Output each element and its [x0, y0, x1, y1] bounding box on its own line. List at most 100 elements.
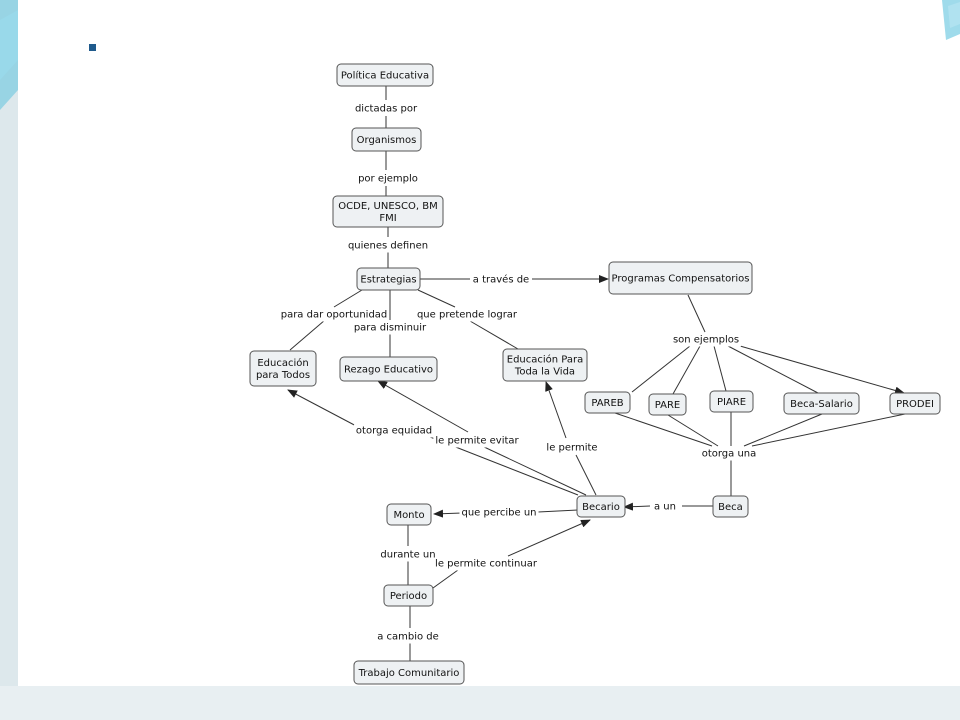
concept-box — [648, 393, 687, 416]
edge-estrategias-paradar — [333, 289, 363, 308]
concept-piare: PIARE — [709, 390, 754, 413]
edge-quepret-eduvida — [469, 320, 519, 350]
concept-organismos: Organismos — [351, 127, 422, 152]
edge-becario-lepermev — [481, 445, 587, 496]
concept-label: Programas Compensatorios — [612, 274, 750, 285]
edge-aun-becario — [623, 502, 651, 511]
link-label-background — [652, 500, 678, 514]
link-label-queperc: que percibe un — [461, 508, 536, 519]
concept-monto: Monto — [386, 503, 432, 526]
concept-periodo: Periodo — [383, 584, 434, 607]
edge-lepermcont-becario — [507, 519, 591, 557]
link-label-background — [352, 102, 420, 116]
concept-programas: Programas Compensatorios — [608, 261, 753, 295]
edge-programas-sonej — [687, 294, 706, 333]
concept-box — [353, 660, 465, 685]
concept-label: Trabajo Comunitario — [358, 668, 460, 679]
concept-label: Política Educativa — [341, 70, 429, 82]
edge-leperm-eduvida — [545, 381, 567, 439]
link-label-background — [433, 557, 540, 571]
concept-box — [502, 348, 588, 382]
link-label-background — [351, 321, 430, 335]
concept-label: FMI — [379, 213, 396, 224]
concept-label: para Todos — [256, 370, 310, 381]
link-label-aun: a un — [654, 502, 676, 513]
link-label-durante: durante un — [380, 550, 435, 561]
concept-estrategias: Estrategias — [356, 267, 421, 291]
link-label-background — [459, 506, 539, 520]
concept-box — [712, 495, 749, 518]
link-label-paradar: para dar oportunidad — [281, 310, 388, 321]
concept-becario: Becario — [576, 495, 626, 518]
edge-pareb-otorga — [614, 412, 713, 447]
concept-box — [336, 63, 434, 87]
concept-label: Beca-Salario — [790, 399, 853, 410]
concept-box — [356, 267, 421, 291]
edge-queperc-monto — [433, 509, 463, 518]
concept-label: Estrategias — [360, 275, 416, 286]
edge-sonej-pareb — [631, 345, 691, 393]
link-label-background — [433, 434, 522, 448]
concept-label: Rezago Educativo — [344, 365, 433, 376]
concept-label: Becario — [582, 502, 620, 513]
link-label-quepret: que pretende lograr — [417, 310, 518, 321]
edge-sonej-pare — [672, 345, 701, 395]
concept-prodei: PRODEI — [889, 392, 941, 415]
edge-paradar-edutodos — [289, 319, 326, 351]
concept-label: Educación Para — [507, 354, 584, 366]
concept-pareb: PAREB — [584, 391, 631, 414]
link-label-background — [375, 630, 441, 644]
link-label-background — [544, 441, 600, 455]
concept-label: Beca — [718, 502, 743, 513]
concept-trabajo: Trabajo Comunitario — [353, 660, 465, 685]
concept-label: Educación — [257, 357, 308, 369]
concept-label: PARE — [655, 400, 681, 411]
edge-prodei-otorga — [751, 413, 906, 447]
link-label-otorgaeq: otorga equidad — [356, 426, 432, 437]
concept-box — [386, 503, 432, 526]
concept-box — [584, 391, 631, 414]
concept-box — [783, 392, 860, 415]
edge-becario-queperc — [537, 509, 579, 513]
link-label-background — [378, 548, 438, 562]
edge-sonej-piare — [713, 345, 727, 392]
concept-label: PAREB — [591, 398, 623, 409]
concept-rezago: Rezago Educativo — [339, 356, 438, 382]
edge-periodo-lepermcont — [432, 569, 459, 589]
edges — [287, 86, 906, 661]
concept-label: Organismos — [357, 135, 417, 146]
concept-label: PRODEI — [896, 399, 934, 410]
corner-decoration-right — [942, 0, 960, 40]
link-label-background — [345, 239, 431, 253]
link-label-paradism: para disminuir — [354, 323, 427, 334]
edge-lepermev-rezago — [377, 380, 469, 433]
link-label-sonej: son ejemplos — [673, 335, 739, 346]
concept-box — [383, 584, 434, 607]
concept-label: PIARE — [717, 397, 746, 408]
link-label-dictadas: dictadas por — [355, 104, 418, 115]
concept-politica: Política Educativa — [336, 63, 434, 87]
concept-box — [339, 356, 438, 382]
link-label-lepermcont: le permite continuar — [435, 559, 538, 570]
slide-frame-bottom — [0, 686, 960, 720]
concept-box — [608, 261, 753, 295]
concept-label: Periodo — [390, 591, 427, 602]
slide-frame-left — [0, 0, 18, 720]
link-label-background — [353, 424, 435, 438]
edge-becasalario-otorga — [743, 413, 823, 447]
concept-box — [249, 350, 317, 387]
edge-otorgaeq-edutodos — [287, 389, 361, 429]
link-label-background — [699, 447, 759, 461]
link-label-background — [670, 333, 742, 347]
link-label-background — [470, 272, 532, 287]
concept-box — [351, 127, 422, 152]
link-label-acambio: a cambio de — [377, 632, 439, 643]
concept-box — [576, 495, 626, 518]
